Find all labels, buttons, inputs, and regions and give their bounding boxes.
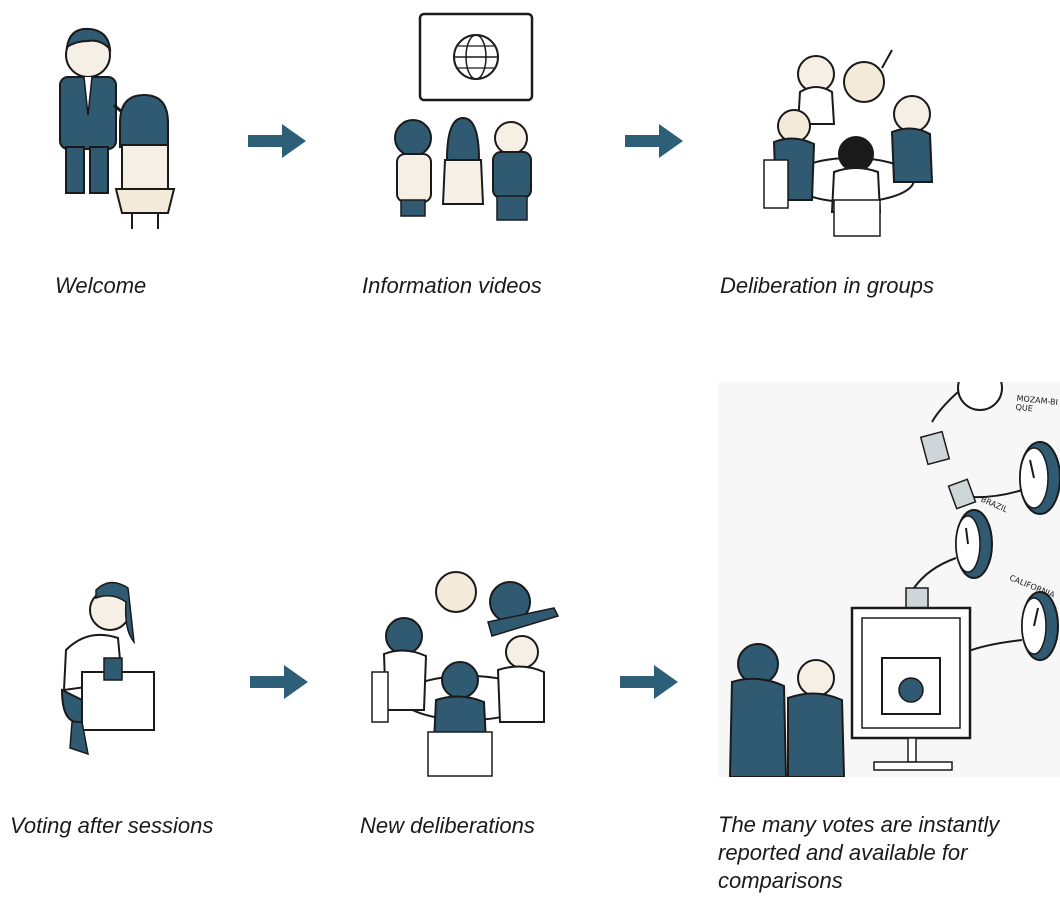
flow-arrow-icon [250,665,308,699]
step-caption-voting-after-sessions: Voting after sessions [10,813,214,838]
step-caption-deliberation-in-groups: Deliberation in groups [720,273,935,298]
global-vote-reporting-illustration: MOZAM-BIQUE BRAZIL CALIFORNIA [718,382,1060,777]
clock-icon [957,441,1060,515]
table-deliberation-illustration [368,562,568,780]
clock-icon [965,591,1059,661]
ballot-box-voting-illustration [48,572,163,764]
group-discussion-illustration [760,42,945,242]
step-caption-global-reporting: The many votes are instantly reported an… [718,812,1000,893]
step-caption-new-deliberations: New deliberations [360,813,535,838]
clock-icon [913,509,993,589]
clock-icon [931,382,1003,423]
step-caption-welcome: Welcome [55,273,147,298]
flow-arrow-icon [625,124,683,158]
video-screen-illustration [385,10,540,225]
step-caption-information-videos: Information videos [362,273,542,298]
flow-arrow-icon [248,124,306,158]
flow-arrow-icon [620,665,678,699]
handshake-illustration [40,15,190,235]
